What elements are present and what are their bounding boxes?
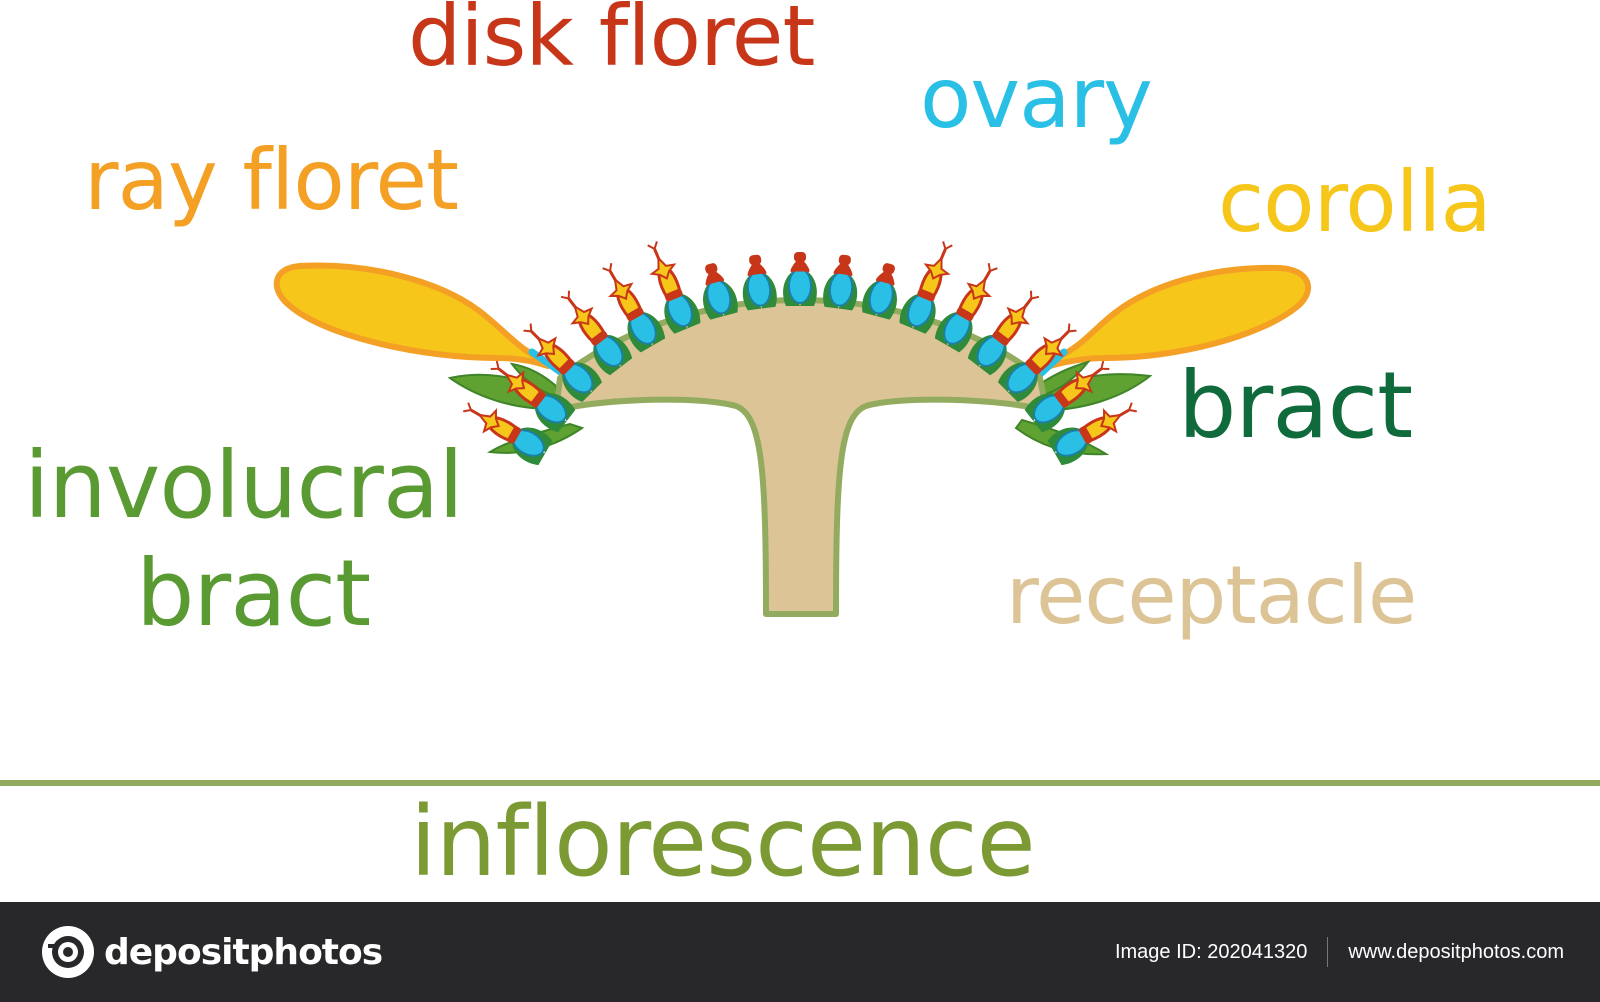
disk-floret [523,323,603,403]
brand-name: depositphotos [104,931,383,973]
involucral-label: involucral [24,432,464,539]
ovary-label: ovary [920,49,1153,147]
inflorescence-diagram [273,241,1311,617]
bract-label: bract [1178,352,1413,459]
divider-line [0,780,1600,786]
disk-floret [1047,402,1137,466]
right-ray-corolla [1047,264,1311,369]
disk-floret [967,290,1040,376]
disk-floret [560,290,633,376]
disk-floret [823,254,858,311]
disk-floret [647,241,701,334]
footer-bar: depositphotos Image ID: 202041320 www.de… [0,902,1600,1002]
inflorescence-label: inflorescence [410,786,1036,898]
disk-florets [463,241,1137,466]
left-ray-corolla [273,262,551,369]
ovary-shape [788,268,812,304]
disk-floret [783,252,817,306]
footer-meta: Image ID: 202041320 www.depositphotos.co… [1115,902,1564,1002]
site-url[interactable]: www.depositphotos.com [1348,940,1564,963]
ray-floret-label: ray floret [84,131,459,229]
disk-floret [602,263,666,353]
camera-logo-icon [42,926,94,978]
disk-floret [703,263,738,320]
disk-floret [899,241,953,334]
right-ray-floret [1032,264,1311,382]
brand[interactable]: depositphotos [40,924,383,980]
disk-floret [934,263,998,353]
disk-floret [1024,360,1110,433]
image-id: Image ID: 202041320 [1114,940,1308,963]
receptacle-shape [553,297,1049,617]
disk-floret [742,254,777,311]
disk-floret-label: disk floret [408,0,815,85]
footer-separator [1327,937,1329,967]
disk-floret [997,323,1077,403]
disk-floret [862,263,897,320]
disk-floret [490,360,576,433]
corolla-label: corolla [1218,153,1492,251]
involucral-bract-label: bract [136,540,371,647]
left-ray-floret [273,262,570,380]
receptacle-label: receptacle [1006,549,1417,642]
disk-floret [463,402,553,466]
